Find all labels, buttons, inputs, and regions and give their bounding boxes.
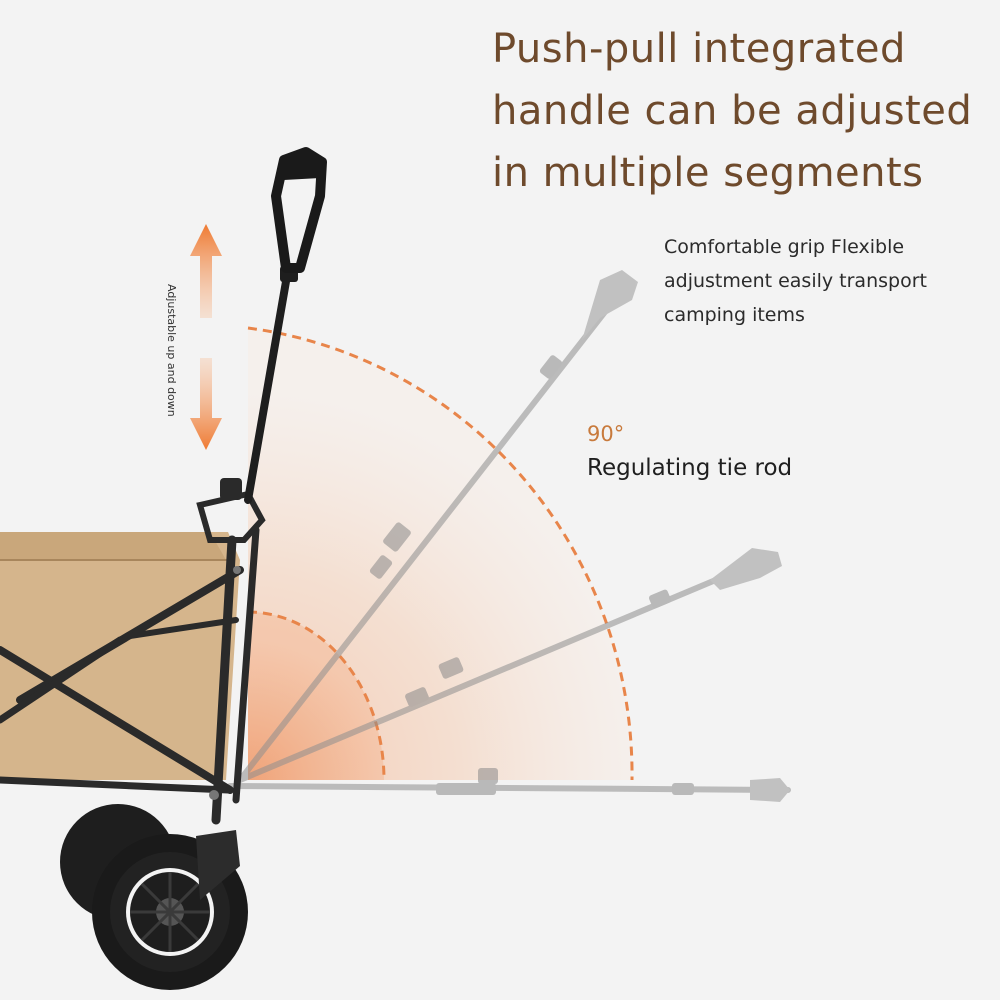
description-line-3: camping items — [664, 304, 805, 326]
headline: Push-pull integrated handle can be adjus… — [492, 18, 992, 204]
ghost-handle-mid — [237, 548, 782, 783]
headline-line-2: handle can be adjusted — [492, 88, 973, 134]
description-line-1: Comfortable grip Flexible — [664, 236, 905, 258]
wagon-body — [0, 478, 266, 825]
adjustable-label: Adjustable up and down — [165, 284, 178, 417]
feature-description: Comfortable grip Flexible adjustment eas… — [664, 230, 994, 332]
up-arrow-icon — [190, 224, 222, 318]
ghost-handle-flat — [227, 768, 791, 802]
wheels — [60, 804, 248, 990]
angle-value: 90° — [587, 422, 625, 446]
headline-line-3: in multiple segments — [492, 150, 924, 196]
ghost-handle-steep — [237, 270, 638, 783]
description-line-2: adjustment easily transport — [664, 270, 927, 292]
angle-caption: Regulating tie rod — [587, 455, 793, 481]
main-handle — [244, 147, 327, 504]
headline-line-1: Push-pull integrated — [492, 26, 906, 72]
ghost-handle-positions — [227, 270, 791, 802]
down-arrow-icon — [190, 358, 222, 450]
angle-fan — [247, 326, 634, 781]
